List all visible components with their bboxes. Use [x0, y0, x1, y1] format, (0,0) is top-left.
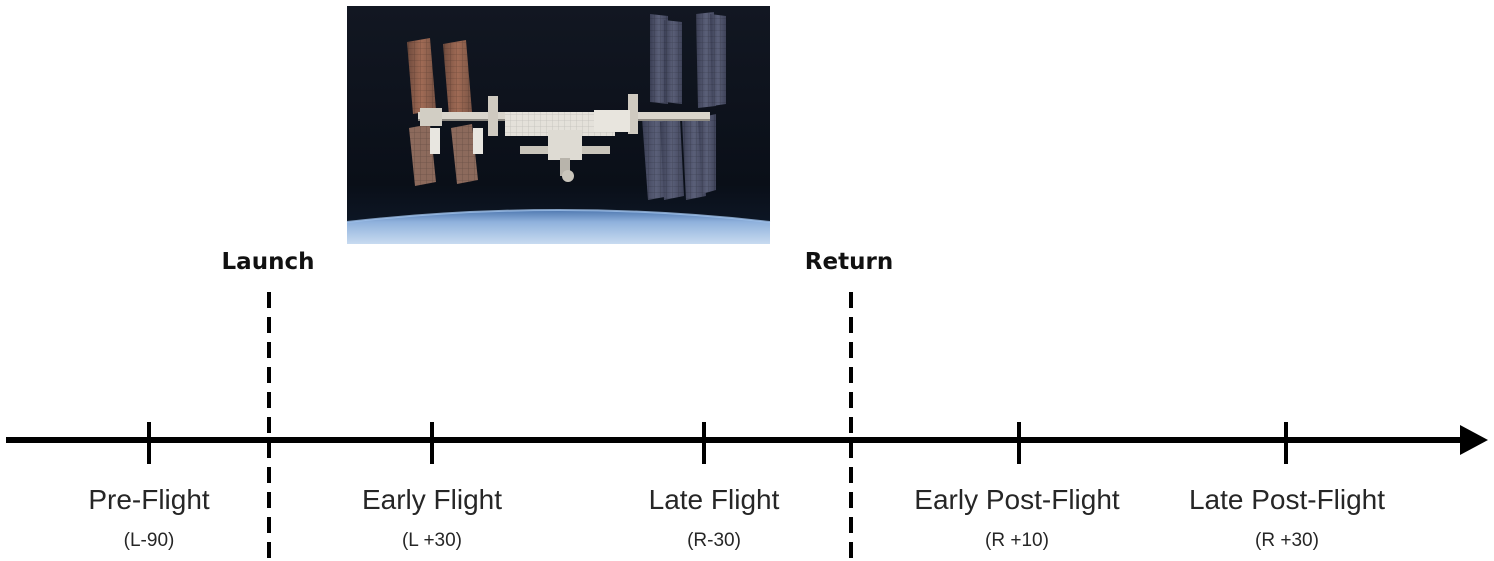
phase-label-early-flight: Early Flight — [362, 484, 502, 515]
station-truss — [418, 94, 710, 182]
solar-array-left-lower — [409, 124, 483, 186]
phase-ticks — [147, 422, 1288, 464]
solar-array-left-upper — [407, 38, 472, 116]
milestone-label-return: Return — [805, 249, 893, 275]
phase-code-late-flight: (R-30) — [687, 530, 741, 551]
phase-code-late-post-flight: (R +30) — [1255, 530, 1319, 551]
solar-array-right-lower — [642, 114, 716, 200]
milestone-label-launch: Launch — [222, 249, 315, 275]
phase-code-pre-flight: (L-90) — [124, 530, 175, 551]
phase-code-early-flight: (L +30) — [402, 530, 462, 551]
phase-code-early-post-flight: (R +10) — [985, 530, 1049, 551]
phase-labels: Pre-Flight (L-90) Early Flight (L +30) L… — [88, 484, 1385, 551]
earth-horizon — [347, 210, 770, 244]
timeline-arrow-head — [1460, 425, 1488, 455]
phase-label-early-post-flight: Early Post-Flight — [914, 484, 1120, 515]
solar-array-right-upper — [650, 12, 726, 108]
phase-label-pre-flight: Pre-Flight — [88, 484, 210, 515]
phase-label-late-flight: Late Flight — [649, 484, 780, 515]
space-station-photo — [346, 6, 771, 244]
phase-label-late-post-flight: Late Post-Flight — [1189, 484, 1385, 515]
